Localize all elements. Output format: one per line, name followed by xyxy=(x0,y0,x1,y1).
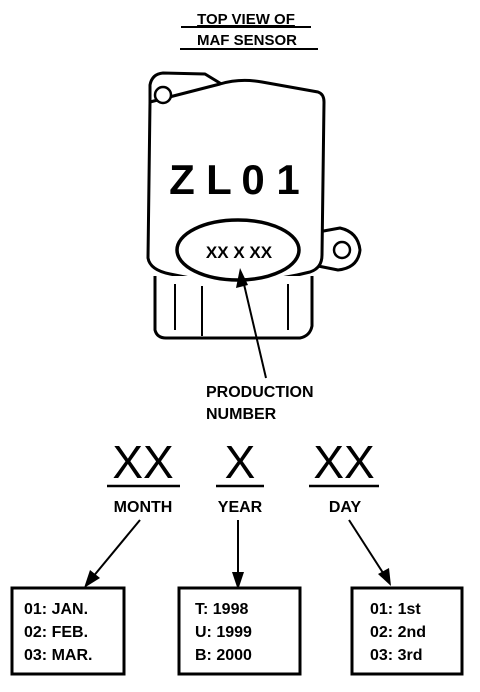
year-arrowhead xyxy=(232,572,244,590)
model-code: Z L 0 1 xyxy=(169,156,300,203)
month-legend-item-2: 02: FEB. xyxy=(24,624,88,641)
title-line-1: TOP VIEW OF xyxy=(197,11,295,28)
title-line-2: MAF SENSOR xyxy=(197,32,297,49)
year-legend-box: T: 1998 U: 1999 B: 2000 xyxy=(177,586,302,676)
year-code: X xyxy=(225,436,256,488)
year-legend-item-3: B: 2000 xyxy=(195,647,252,664)
day-legend-item-1: 01: 1st xyxy=(370,601,421,618)
day-legend-box: 01: 1st 02: 2nd 03: 3rd xyxy=(350,586,464,676)
month-legend-item-3: 03: MAR. xyxy=(24,647,92,664)
mount-hole-right xyxy=(332,240,352,260)
day-label: DAY xyxy=(329,499,362,516)
month-arrow-line xyxy=(91,519,141,579)
day-code: XX xyxy=(313,436,374,488)
month-code: XX xyxy=(112,436,173,488)
day-legend-item-3: 03: 3rd xyxy=(370,647,422,664)
month-legend-item-1: 01: JAN. xyxy=(24,601,88,618)
model-code-char-4: 1 xyxy=(276,156,299,203)
production-label-line-2: NUMBER xyxy=(206,406,277,423)
month-arrowhead xyxy=(84,570,100,588)
year-label: YEAR xyxy=(218,499,263,516)
month-legend-box: 01: JAN. 02: FEB. 03: MAR. xyxy=(10,586,126,676)
field-month: XX MONTH xyxy=(107,436,180,516)
production-leader-arrowhead xyxy=(236,268,248,288)
month-label: MONTH xyxy=(114,499,173,516)
model-code-char-2: L xyxy=(206,156,232,203)
day-arrowhead xyxy=(378,568,391,586)
production-label-line-1: PRODUCTION xyxy=(206,384,314,401)
sensor-connector xyxy=(153,276,314,340)
model-code-char-3: 0 xyxy=(241,156,264,203)
production-code: XX X XX xyxy=(206,243,273,262)
year-legend-item-1: T: 1998 xyxy=(195,601,248,618)
day-arrow-line xyxy=(348,519,386,577)
field-day: XX DAY xyxy=(309,436,379,516)
model-code-char-1: Z xyxy=(169,156,195,203)
year-legend-item-2: U: 1999 xyxy=(195,624,252,641)
field-year: X YEAR xyxy=(216,436,264,516)
day-legend-item-2: 02: 2nd xyxy=(370,624,426,641)
mount-hole-left xyxy=(153,85,173,105)
production-leader-line xyxy=(242,279,267,379)
